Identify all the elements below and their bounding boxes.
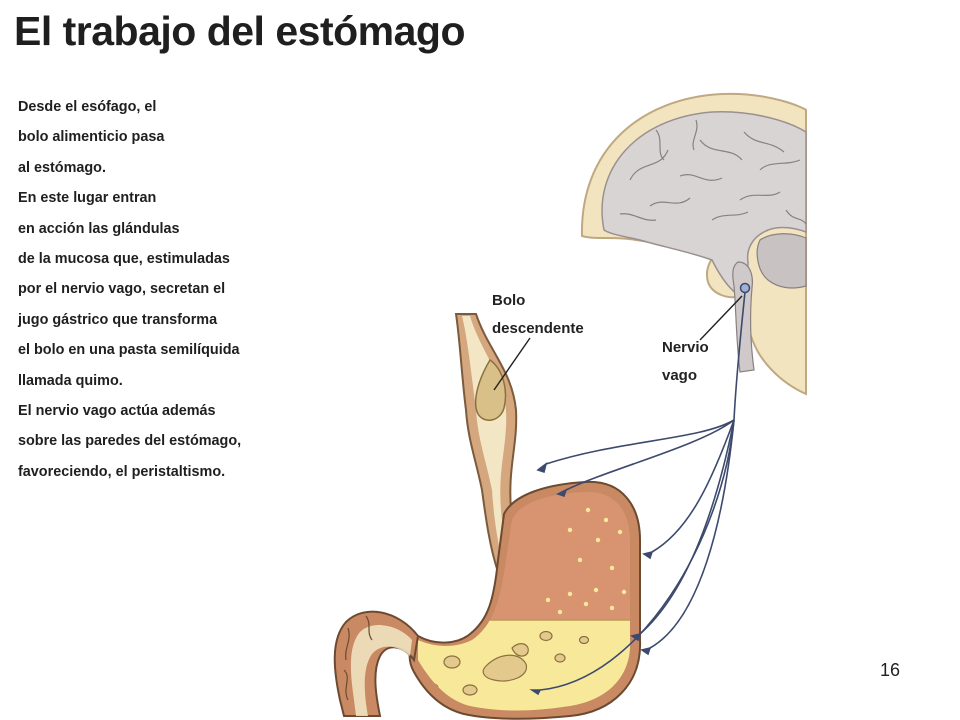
brain-shape [601, 111, 807, 297]
vagus-nucleus [739, 282, 751, 294]
label-vago: vago [662, 367, 697, 384]
label-nervio: Nervio [662, 339, 709, 356]
text-line: el bolo en una pasta semilíquida [18, 342, 240, 359]
brain-folds [619, 119, 807, 225]
stomach [408, 480, 642, 720]
text-line: al estómago. [18, 159, 106, 176]
brain-illustration [580, 92, 807, 396]
food-particles [425, 630, 590, 696]
descending-bolus-upper [474, 358, 507, 421]
text-line: favoreciendo, el peristaltismo. [18, 463, 226, 480]
text-line: por el nervio vago, secretan el [18, 281, 226, 298]
text-line: sobre las paredes del estómago, [18, 433, 242, 450]
nervio-leader-line [699, 295, 743, 341]
page-number: 16 [880, 660, 901, 680]
brainstem [732, 261, 755, 373]
text-line: En este lugar entran [18, 190, 157, 207]
text-line: El nervio vago actúa además [18, 402, 216, 419]
text-line: de la mucosa que, estimuladas [18, 250, 230, 267]
bolo-leader-line [493, 337, 531, 391]
label-bolo: Bolo [492, 292, 525, 309]
text-line: jugo gástrico que transforma [18, 311, 218, 328]
cerebellum [756, 233, 807, 289]
vagus-nerve [529, 291, 746, 696]
gastric-juice-drops [545, 507, 627, 615]
text-line: en acción las glándulas [18, 220, 180, 237]
duodenum [333, 610, 420, 717]
label-descendente: descendente [492, 320, 584, 337]
description-paragraph: Desde el esófago, el bolo alimenticio pa… [18, 92, 318, 487]
text-line: bolo alimenticio pasa [18, 129, 165, 146]
slide-title: El trabajo del estómago [14, 8, 466, 54]
text-line: llamada quimo. [18, 372, 123, 389]
text-line: Desde el esófago, el [18, 99, 157, 115]
